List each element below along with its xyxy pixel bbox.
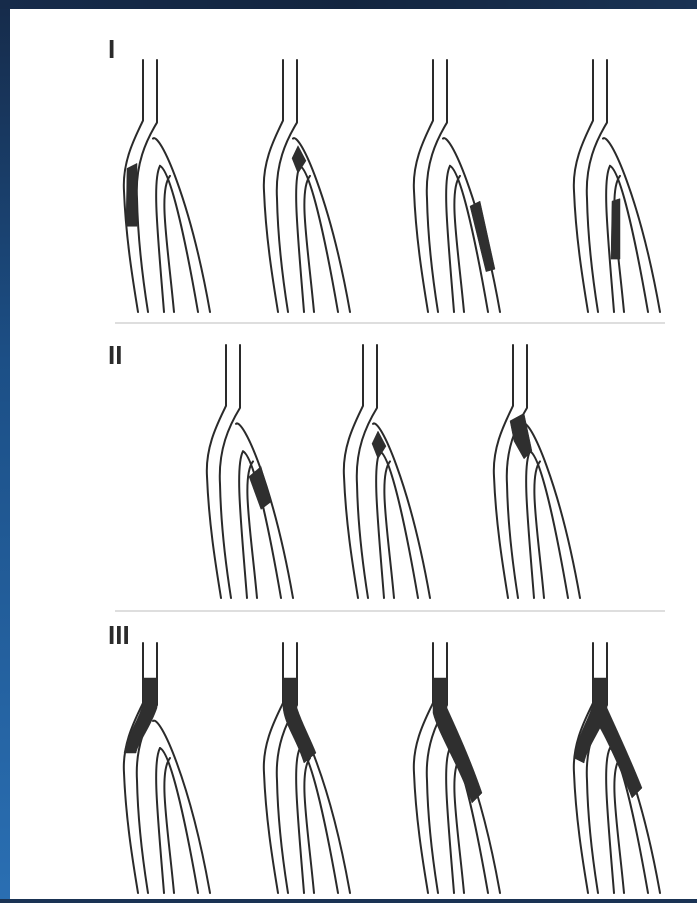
vessel-wall-1-3-2 bbox=[427, 60, 447, 312]
bifurcation-2-1 bbox=[207, 345, 293, 598]
bifurcation-1-3 bbox=[414, 60, 500, 312]
panel-label-ii: II bbox=[108, 340, 122, 370]
vessel-wall-3-3-3 bbox=[446, 748, 454, 893]
vessel-wall-3-2-3 bbox=[296, 748, 304, 893]
lesion-1-4 bbox=[611, 199, 620, 259]
vessel-wall-1-4-2 bbox=[587, 60, 607, 312]
bifurcation-3-3 bbox=[414, 643, 500, 893]
vessel-wall-2-2-1 bbox=[344, 345, 363, 598]
vessel-wall-2-3-6 bbox=[534, 461, 544, 598]
vessel-wall-2-3-3 bbox=[526, 451, 534, 598]
vessel-wall-3-4-6 bbox=[614, 758, 624, 893]
bifurcation-2-3 bbox=[494, 345, 580, 598]
panel-label-iii: III bbox=[108, 620, 130, 650]
lesion-3-2 bbox=[283, 678, 316, 763]
vessel-wall-2-2-2 bbox=[357, 345, 377, 598]
vessel-wall-2-1-3 bbox=[239, 451, 247, 598]
vessel-wall-1-2-6 bbox=[304, 176, 314, 312]
vessel-wall-1-2-1 bbox=[264, 60, 283, 312]
bifurcation-2-2 bbox=[344, 345, 430, 598]
lesion-1-1 bbox=[126, 163, 137, 226]
vessel-wall-1-2-2 bbox=[277, 60, 297, 312]
vessel-wall-1-2-3 bbox=[296, 166, 304, 312]
vessel-wall-1-1-3 bbox=[156, 166, 164, 312]
vessel-wall-2-3-2 bbox=[507, 345, 527, 598]
vessel-wall-3-1-1 bbox=[124, 643, 143, 893]
panel-label-i: I bbox=[108, 34, 115, 64]
vessel-wall-1-3-3 bbox=[446, 166, 454, 312]
vessel-wall-1-4-1 bbox=[574, 60, 593, 312]
vessel-wall-1-3-1 bbox=[414, 60, 433, 312]
lesion-2-3 bbox=[510, 413, 532, 459]
vessel-wall-3-2-6 bbox=[304, 758, 314, 893]
bifurcation-1-4 bbox=[574, 60, 660, 312]
vessel-wall-1-3-6 bbox=[454, 176, 464, 312]
vessel-wall-3-2-1 bbox=[264, 643, 283, 893]
vessel-wall-3-4-1 bbox=[574, 643, 593, 893]
bifurcation-3-1 bbox=[124, 643, 210, 893]
vessel-wall-2-1-2 bbox=[220, 345, 240, 598]
lesion-3-1 bbox=[124, 678, 157, 753]
vessel-wall-3-1-3 bbox=[156, 748, 164, 893]
vessel-wall-2-2-3 bbox=[376, 451, 384, 598]
vessel-wall-3-4-3 bbox=[606, 748, 614, 893]
lesion-3-3 bbox=[433, 678, 482, 803]
vessel-wall-1-1-2 bbox=[137, 60, 157, 312]
vessel-wall-2-3-1 bbox=[494, 345, 513, 598]
vessel-wall-3-1-6 bbox=[164, 758, 174, 893]
vessel-wall-2-2-6 bbox=[384, 461, 394, 598]
vessel-group bbox=[124, 60, 660, 893]
vessel-wall-1-1-6 bbox=[164, 176, 174, 312]
bifurcation-1-1 bbox=[124, 60, 210, 312]
vessel-wall-3-3-1 bbox=[414, 643, 433, 893]
bifurcation-3-4 bbox=[574, 643, 660, 893]
bifurcation-1-2 bbox=[264, 60, 350, 312]
bifurcation-3-2 bbox=[264, 643, 350, 893]
vessel-wall-2-1-1 bbox=[207, 345, 226, 598]
